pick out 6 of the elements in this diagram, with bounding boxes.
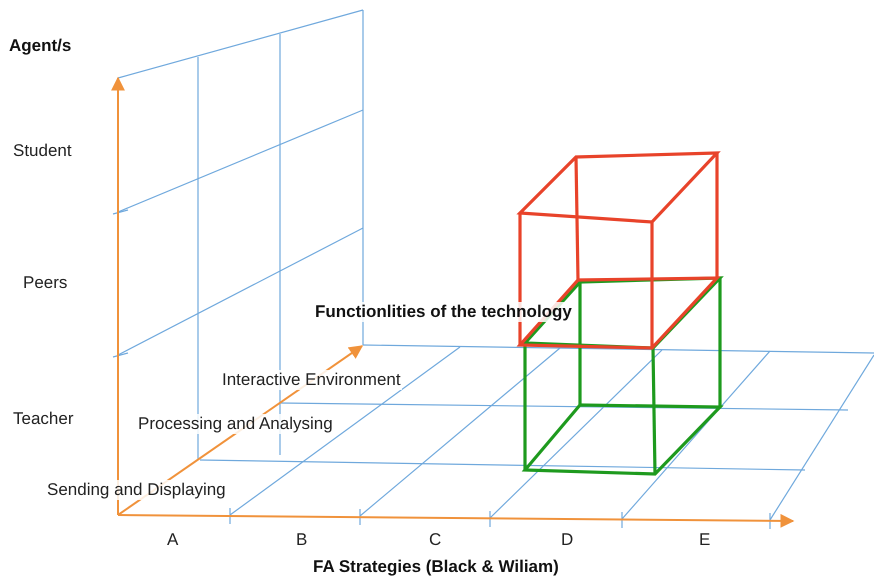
axis-label: Interactive Environment [221, 370, 402, 390]
axis-title: Agent/s [8, 36, 72, 56]
axis-label: Sending and Displaying [46, 480, 227, 500]
axis-title: FA Strategies (Black & Wiliam) [312, 557, 560, 577]
axis-label: Processing and Analysing [137, 414, 334, 434]
axis-title: Functionlities of the technology [314, 302, 573, 322]
